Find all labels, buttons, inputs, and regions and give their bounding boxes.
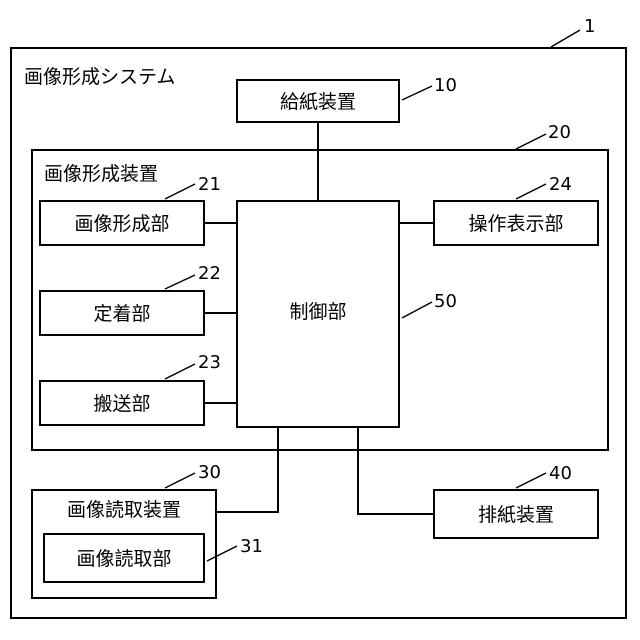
fixing-unit-label: 定着部 <box>93 303 150 325</box>
fixing-unit-number: 22 <box>198 263 221 284</box>
paper-feed-number: 10 <box>434 75 457 96</box>
control-unit-label: 制御部 <box>289 301 346 323</box>
image-forming-unit-label: 画像形成部 <box>74 213 169 235</box>
image-forming-unit-number: 21 <box>198 174 221 195</box>
operation-display-unit-number: 24 <box>549 174 572 195</box>
transport-unit-number: 23 <box>198 352 221 373</box>
system-leader-line <box>551 30 580 47</box>
image-reading-unit-number: 31 <box>240 536 263 557</box>
image-forming-apparatus-label: 画像形成装置 <box>44 163 158 185</box>
transport-unit-label: 搬送部 <box>93 393 150 415</box>
system-label: 画像形成システム <box>24 66 175 88</box>
image-reading-apparatus-label: 画像読取装置 <box>67 499 181 521</box>
image-forming-apparatus-number: 20 <box>548 122 571 143</box>
paper-discharge-label: 排紙装置 <box>478 504 554 526</box>
paper-discharge-number: 40 <box>549 463 572 484</box>
image-reading-unit-label: 画像読取部 <box>76 548 171 570</box>
system-number: 1 <box>584 16 595 37</box>
image-reading-apparatus-number: 30 <box>198 462 221 483</box>
paper-feed-label: 給紙装置 <box>280 91 356 113</box>
operation-display-unit-label: 操作表示部 <box>468 213 563 235</box>
control-unit-number: 50 <box>434 291 457 312</box>
